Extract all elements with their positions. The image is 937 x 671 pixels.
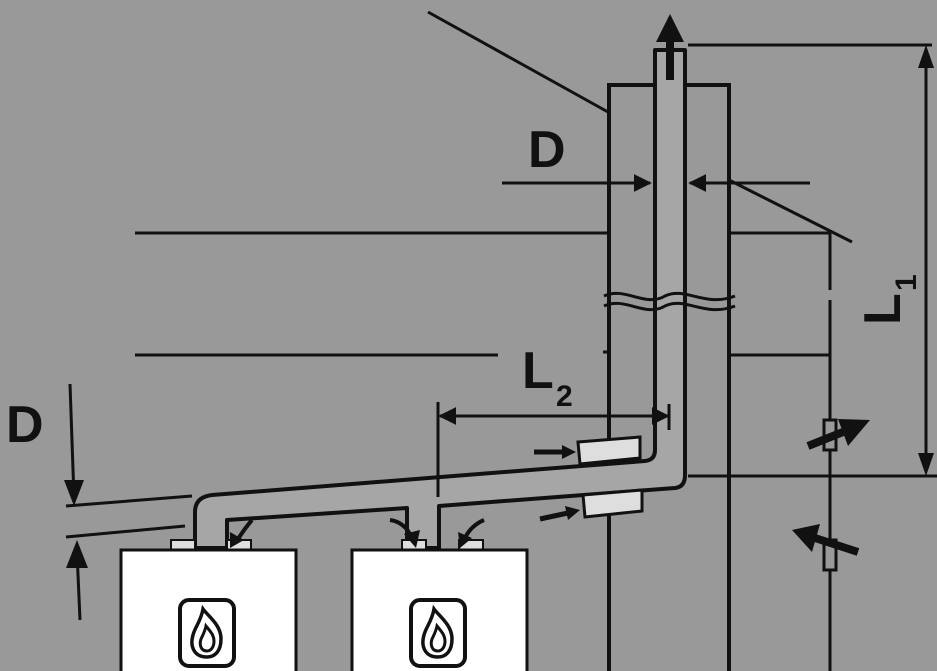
wall-sleeve-lower [539, 488, 644, 522]
air-inflow-arrow [792, 524, 860, 556]
d-top-label: D [528, 121, 566, 179]
flame-icon [409, 598, 467, 668]
d-left-label: D [6, 396, 44, 454]
l1-label-sub: 1 [890, 274, 923, 291]
exhaust-up-arrow [656, 14, 684, 80]
break-line-lower [603, 301, 736, 312]
d-left-dimension [64, 383, 193, 621]
flame-icon [178, 598, 236, 668]
l2-label-sub: 2 [556, 380, 573, 413]
l1-label: L 1 [854, 274, 923, 325]
boiler-right [350, 518, 529, 671]
flue-pipe [193, 48, 687, 550]
l1-dimension [688, 43, 937, 478]
l2-dimension [438, 404, 671, 430]
shaft-roof-line [728, 178, 853, 244]
l2-label-main: L [522, 342, 554, 400]
roof-line [427, 10, 609, 114]
break-line-upper [603, 291, 736, 302]
wall-sleeve-upper [534, 435, 642, 466]
air-duct-line [822, 233, 838, 671]
l2-label: L 2 [522, 342, 573, 413]
air-outflow-arrow [806, 419, 870, 450]
l1-label-main: L [854, 293, 912, 325]
boiler-left [119, 518, 298, 671]
